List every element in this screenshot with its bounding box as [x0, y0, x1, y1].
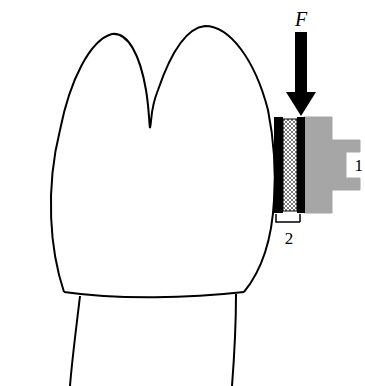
- mesh-base: [283, 119, 297, 211]
- bracket-base: [297, 117, 305, 213]
- part-label: 1: [355, 157, 364, 174]
- force-arrow: [286, 32, 316, 116]
- root-line: [70, 296, 80, 386]
- dimension-label: 2: [285, 230, 294, 247]
- cervical-line: [64, 292, 244, 297]
- crown-outline: [51, 26, 275, 292]
- bracket: [304, 117, 360, 213]
- dimension-bracket: [276, 214, 300, 222]
- adhesive-layer: [274, 117, 283, 213]
- force-label: F: [295, 9, 307, 29]
- root-line: [232, 294, 236, 386]
